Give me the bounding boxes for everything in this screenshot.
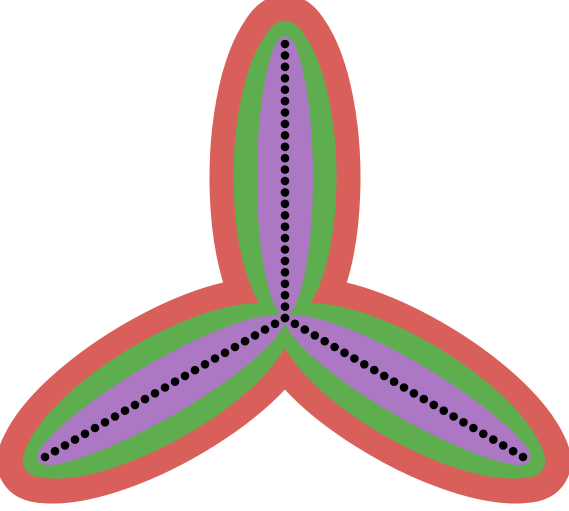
- arm-dot-top: [280, 222, 290, 231]
- arm-dot-bottom-left: [260, 325, 270, 334]
- arm-dot-bottom-right: [479, 429, 488, 439]
- arm-dot-bottom-right: [419, 394, 429, 404]
- arm-dot-bottom-right: [459, 418, 468, 427]
- arm-dot-bottom-left: [100, 418, 110, 427]
- arm-dot-top: [280, 268, 290, 277]
- arm-dot-top: [280, 51, 290, 60]
- arm-dot-top: [280, 245, 290, 254]
- arm-dot-top: [280, 74, 290, 83]
- arm-dot-bottom-right: [409, 389, 419, 398]
- arm-dot-bottom-left: [160, 383, 170, 392]
- arm-dot-bottom-right: [290, 319, 300, 329]
- arm-dot-bottom-left: [240, 336, 250, 346]
- arm-dot-top: [280, 290, 290, 300]
- arm-dot-bottom-left: [120, 406, 130, 416]
- arm-dot-bottom-left: [90, 423, 100, 433]
- arm-dot-bottom-left: [180, 371, 190, 381]
- arm-dot-bottom-left: [110, 412, 120, 421]
- arm-dot-bottom-right: [399, 383, 409, 392]
- arm-dot-top: [280, 39, 290, 49]
- arm-dot-bottom-right: [498, 441, 508, 450]
- arm-dot-bottom-right: [429, 400, 439, 410]
- arm-dot-bottom-right: [370, 365, 379, 375]
- arm-dot-bottom-left: [250, 331, 260, 340]
- arm-dot-top: [280, 279, 290, 289]
- arm-dot-bottom-right: [320, 336, 330, 346]
- arm-dot-top: [280, 62, 290, 72]
- arm-dot-top: [280, 165, 290, 174]
- arm-dot-bottom-right: [469, 423, 478, 433]
- arm-dot-bottom-right: [379, 371, 389, 381]
- arm-dot-top: [280, 199, 290, 209]
- arm-dot-bottom-left: [270, 319, 280, 329]
- arm-dot-bottom-right: [508, 446, 518, 456]
- arm-dot-bottom-left: [40, 452, 50, 462]
- arm-dot-top: [280, 96, 290, 106]
- arm-dot-bottom-right: [350, 354, 359, 363]
- arm-dot-top: [280, 302, 290, 311]
- arm-dot-top: [280, 131, 290, 140]
- arm-dot-top: [280, 176, 290, 186]
- arm-dot-bottom-left: [220, 348, 230, 358]
- arm-dot-bottom-left: [170, 377, 180, 387]
- arm-dot-bottom-right: [360, 360, 369, 369]
- arm-dot-bottom-right: [310, 331, 320, 340]
- arm-dot-bottom-right: [449, 412, 458, 421]
- arm-dot-top: [280, 85, 290, 94]
- arm-dot-bottom-right: [330, 342, 339, 352]
- arm-dot-bottom-left: [150, 389, 160, 398]
- arm-dot-top: [280, 108, 290, 117]
- arm-dot-bottom-left: [130, 400, 140, 410]
- arm-dot-bottom-right: [518, 452, 528, 462]
- arm-dot-top: [280, 211, 290, 220]
- arm-dot-bottom-right: [489, 435, 498, 444]
- dot-arms-layer: [40, 39, 528, 462]
- arm-dot-bottom-left: [190, 365, 200, 375]
- arm-dot-bottom-right: [439, 406, 449, 416]
- arm-dot-bottom-left: [80, 429, 90, 439]
- arm-dot-top: [280, 256, 290, 266]
- arm-dot-bottom-left: [210, 354, 220, 363]
- arm-dot-bottom-right: [389, 377, 399, 387]
- arm-dot-bottom-left: [60, 441, 70, 450]
- arm-dot-bottom-left: [200, 360, 210, 369]
- arm-dot-top: [280, 233, 290, 243]
- arm-dot-bottom-right: [340, 348, 349, 358]
- arm-dot-top: [280, 188, 290, 197]
- arm-dot-bottom-right: [280, 313, 290, 323]
- arm-dot-bottom-left: [140, 394, 150, 404]
- arm-dot-bottom-left: [230, 342, 240, 352]
- arm-dot-top: [280, 119, 290, 129]
- arm-dot-top: [280, 142, 290, 152]
- arm-dot-bottom-right: [300, 325, 310, 334]
- arm-dot-bottom-left: [70, 435, 80, 444]
- arm-dot-bottom-left: [50, 446, 60, 456]
- arm-dot-top: [280, 153, 290, 163]
